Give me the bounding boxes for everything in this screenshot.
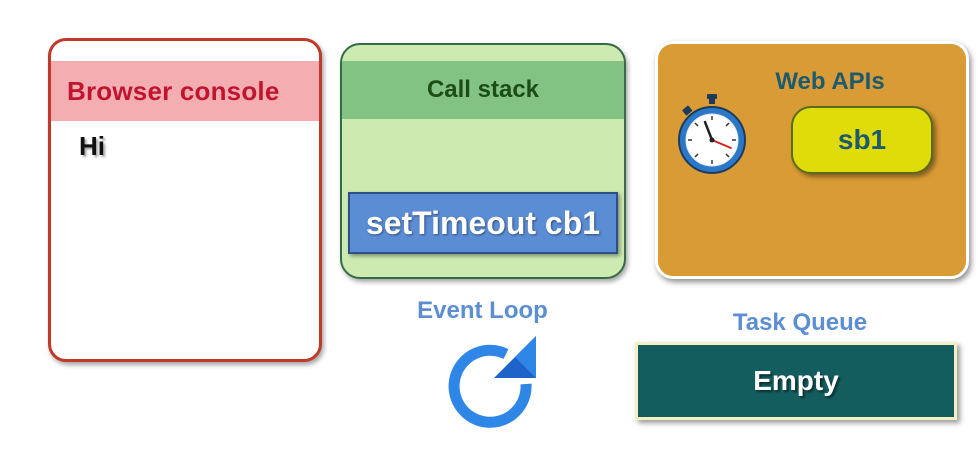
task-queue-box: Empty	[635, 342, 957, 420]
call-stack-header: Call stack	[342, 61, 624, 119]
stopwatch-icon	[678, 94, 746, 174]
web-api-item: sb1	[791, 106, 933, 174]
web-api-item-label: sb1	[837, 124, 887, 155]
browser-console-header: Browser console	[51, 61, 319, 121]
task-queue-title: Task Queue	[732, 309, 868, 336]
call-stack-title: Call stack	[426, 76, 540, 103]
call-stack-panel: Call stack setTimeout cb1	[340, 43, 626, 279]
refresh-loop-icon	[448, 336, 536, 428]
console-output-line: Hi	[79, 131, 105, 161]
event-loop-title: Event Loop	[417, 297, 548, 324]
task-queue-content: Empty	[753, 365, 839, 396]
browser-console-title: Browser console	[67, 75, 280, 106]
stack-frame: setTimeout cb1	[348, 192, 618, 254]
browser-console-panel: Browser console Hi	[48, 38, 322, 362]
stack-frame-label: setTimeout cb1	[365, 204, 601, 241]
web-apis-panel: Web APIs sb1	[655, 41, 969, 279]
web-apis-title: Web APIs	[775, 68, 885, 95]
